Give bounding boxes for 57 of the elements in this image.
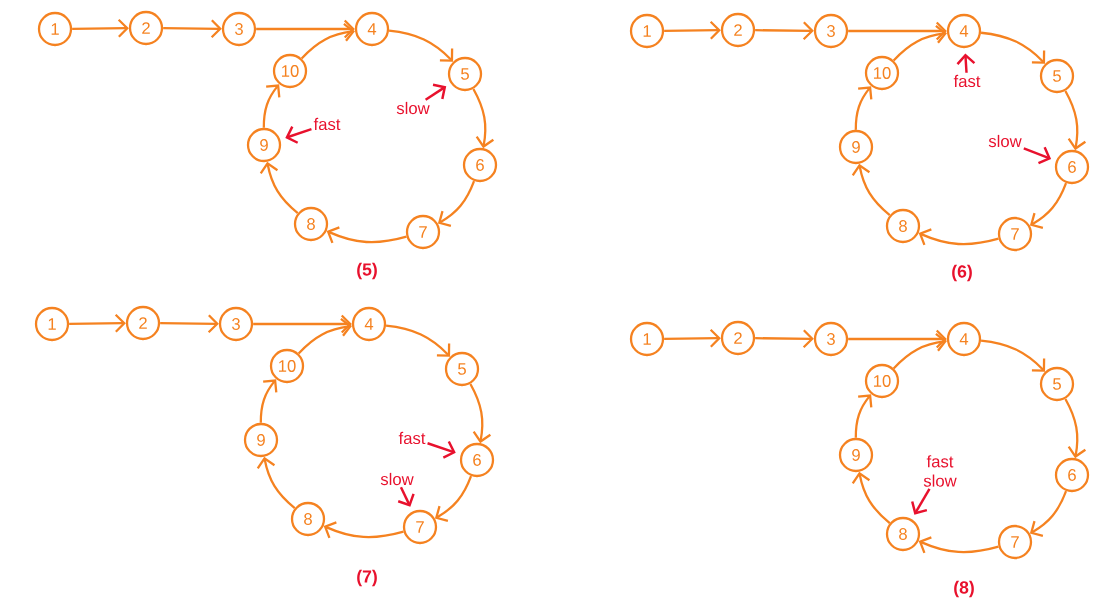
panel-caption: (7) — [357, 569, 377, 587]
arrow — [755, 21, 814, 41]
arrow — [854, 394, 873, 438]
panel-caption: (6) — [952, 264, 972, 282]
arrow — [397, 486, 415, 507]
arrow — [69, 314, 126, 333]
arrow — [755, 329, 814, 348]
arrow — [469, 383, 492, 444]
arrow — [262, 84, 281, 128]
arrow — [892, 25, 947, 62]
arrow — [72, 19, 129, 38]
arrow — [434, 475, 473, 522]
arrow — [253, 314, 352, 334]
arrow — [664, 329, 721, 348]
arrow — [892, 333, 947, 370]
pointer-label: fast slow — [923, 455, 957, 487]
arrow — [1023, 146, 1052, 165]
panel-caption: (5) — [357, 262, 377, 280]
arrow — [854, 86, 873, 130]
arrow — [437, 180, 476, 227]
pointer-label: fast — [953, 74, 981, 88]
arrow — [256, 456, 296, 509]
pointer-label: fast — [398, 431, 426, 445]
arrow — [911, 488, 931, 515]
arrow — [326, 226, 407, 244]
arrow — [285, 126, 312, 144]
arrow — [259, 161, 299, 215]
arrow — [918, 228, 999, 246]
arrow — [323, 521, 404, 539]
arrow — [980, 339, 1046, 372]
arrow — [1064, 90, 1087, 151]
arrow — [297, 318, 352, 355]
arrow — [851, 163, 891, 216]
arrow — [980, 31, 1046, 64]
arrow — [664, 21, 721, 40]
arrow — [851, 471, 891, 524]
arrow — [848, 21, 947, 41]
arrow — [1029, 182, 1068, 229]
arrow — [160, 314, 219, 333]
arrow — [424, 83, 447, 101]
arrow — [848, 329, 947, 349]
arrow — [472, 88, 495, 149]
pointer-label: slow — [988, 134, 1022, 148]
pointer-label: slow — [380, 472, 414, 486]
arrow — [427, 440, 456, 459]
arrow — [388, 29, 454, 62]
arrow — [163, 19, 222, 39]
arrow — [1064, 398, 1087, 459]
arrow — [259, 379, 278, 423]
arrow — [256, 19, 355, 39]
arrow — [918, 536, 999, 554]
pointer-label: fast — [313, 117, 341, 131]
panel-caption: (8) — [954, 580, 974, 598]
arrow — [300, 23, 355, 60]
arrow — [1029, 490, 1068, 537]
pointer-label: slow — [396, 101, 430, 115]
arrow — [385, 324, 451, 357]
